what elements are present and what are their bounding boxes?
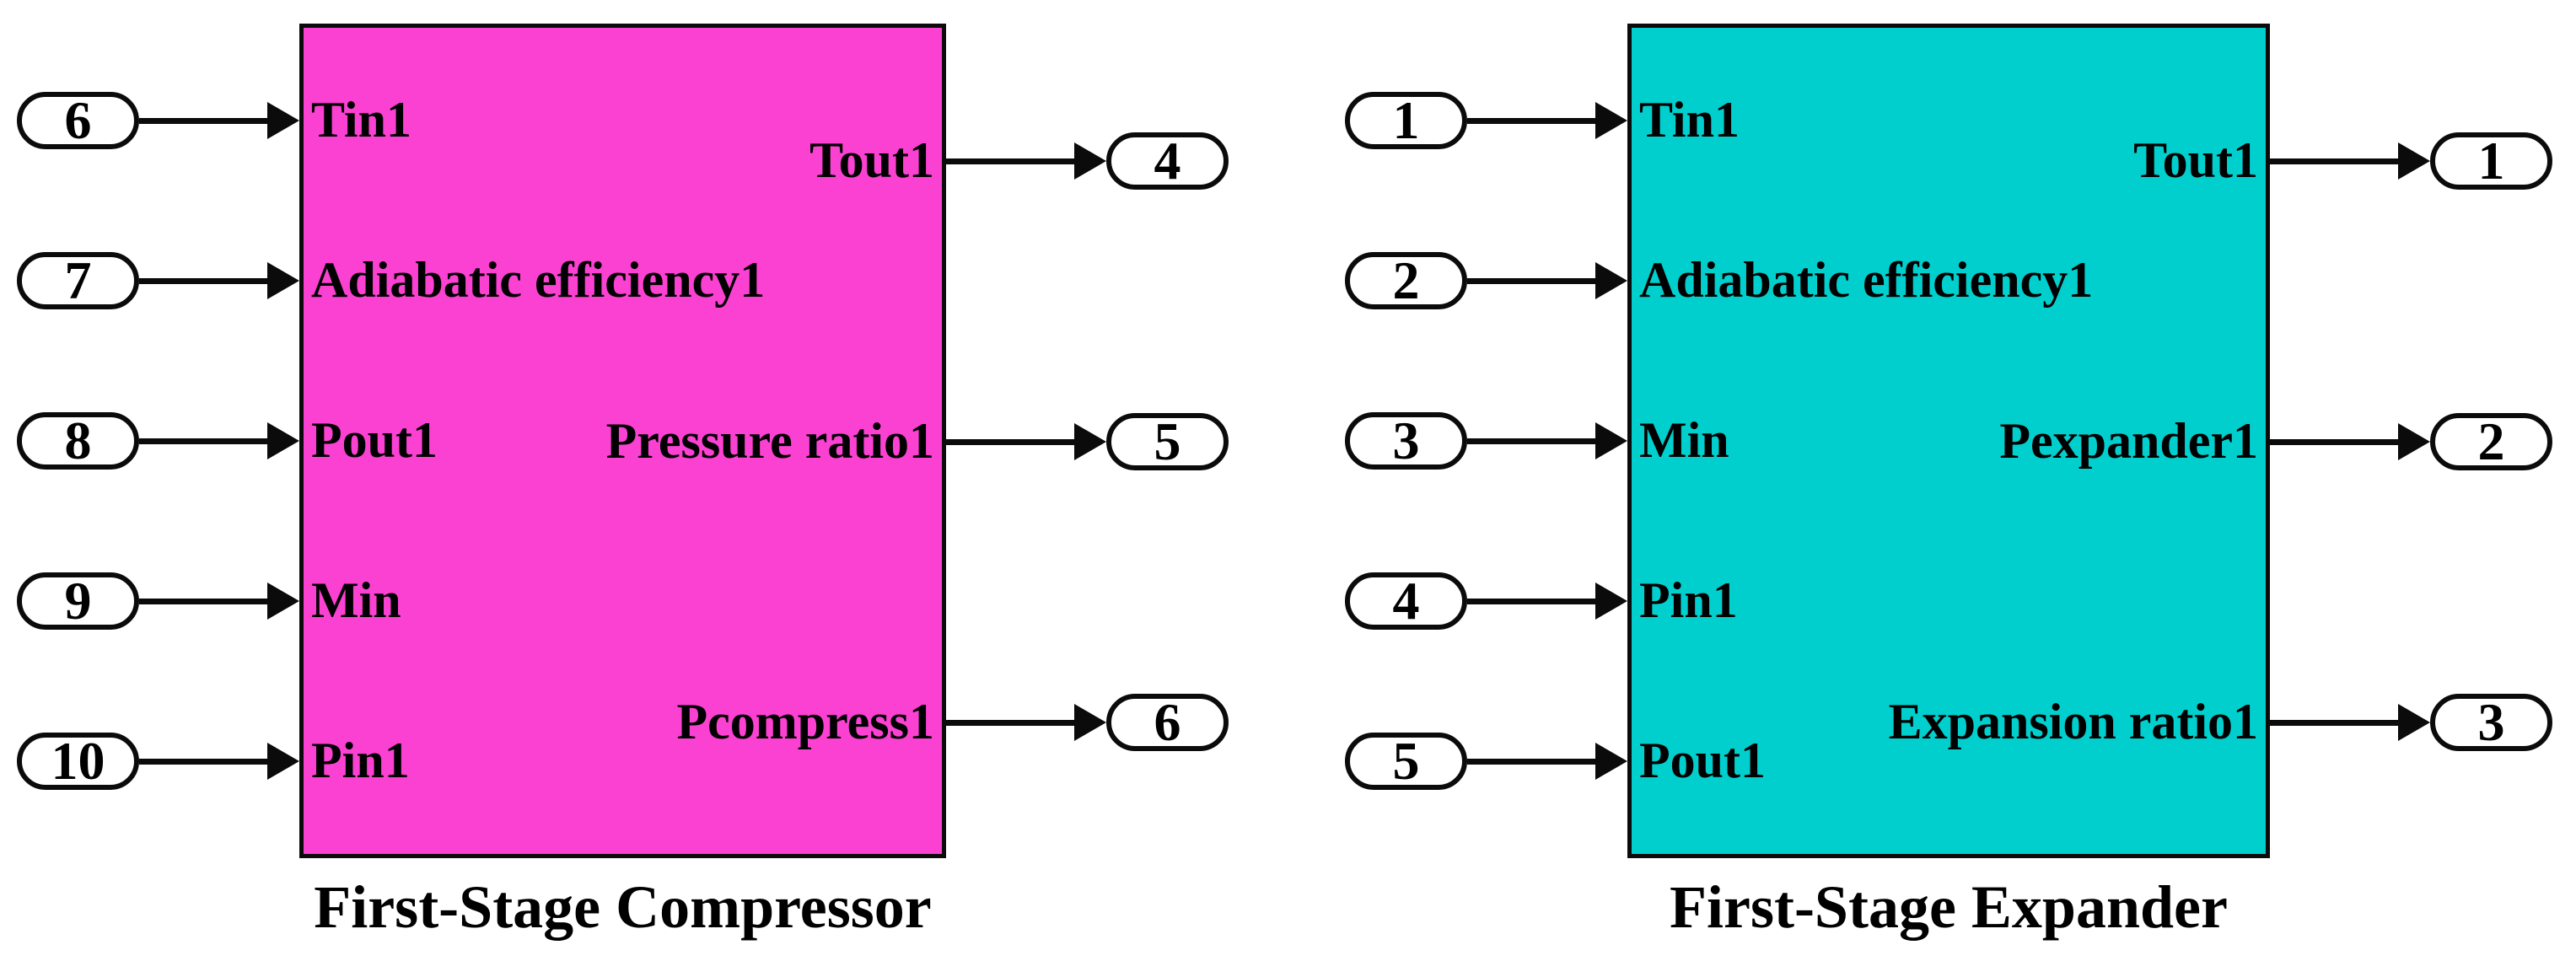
outport-label-compressor-5: Pressure ratio1 bbox=[605, 412, 934, 469]
outport-arrowhead-icon-expander-2 bbox=[2398, 423, 2430, 460]
inport-oval-compressor-8[interactable]: 8 bbox=[17, 412, 139, 470]
outport-label-expander-3: Expansion ratio1 bbox=[1888, 693, 2258, 749]
inport-label-compressor-6: Tin1 bbox=[311, 91, 411, 148]
block-caption-compressor: First-Stage Compressor bbox=[314, 873, 932, 941]
inport-label-expander-3: Min bbox=[1639, 411, 1729, 468]
inport-arrowhead-icon-compressor-9 bbox=[267, 583, 299, 620]
inport-oval-expander-3[interactable]: 3 bbox=[1345, 412, 1467, 470]
inport-label-compressor-9: Min bbox=[311, 572, 401, 628]
inport-arrowhead-icon-expander-2 bbox=[1595, 262, 1627, 299]
inport-oval-expander-1[interactable]: 1 bbox=[1345, 92, 1467, 149]
inport-label-expander-4: Pin1 bbox=[1639, 572, 1738, 628]
inport-arrowhead-icon-expander-3 bbox=[1595, 422, 1627, 459]
inport-arrowhead-icon-compressor-8 bbox=[267, 422, 299, 459]
inport-wire-expander-4[interactable] bbox=[1467, 599, 1604, 604]
outport-label-compressor-6: Pcompress1 bbox=[676, 693, 934, 749]
inport-wire-compressor-10[interactable] bbox=[139, 759, 276, 765]
inport-label-compressor-10: Pin1 bbox=[311, 732, 410, 788]
inport-oval-expander-5[interactable]: 5 bbox=[1345, 733, 1467, 790]
subsystem-block-compressor[interactable] bbox=[299, 24, 946, 858]
inport-wire-expander-5[interactable] bbox=[1467, 759, 1604, 765]
outport-wire-expander-1[interactable] bbox=[2270, 158, 2407, 164]
inport-wire-expander-2[interactable] bbox=[1467, 278, 1604, 284]
inport-oval-compressor-6[interactable]: 6 bbox=[17, 92, 139, 149]
outport-oval-compressor-5[interactable]: 5 bbox=[1106, 413, 1229, 470]
inport-wire-expander-3[interactable] bbox=[1467, 438, 1604, 444]
inport-wire-compressor-9[interactable] bbox=[139, 599, 276, 604]
outport-label-expander-2: Pexpander1 bbox=[1999, 412, 2258, 469]
inport-wire-compressor-8[interactable] bbox=[139, 438, 276, 444]
inport-oval-expander-4[interactable]: 4 bbox=[1345, 572, 1467, 630]
outport-oval-expander-1[interactable]: 1 bbox=[2430, 132, 2552, 190]
outport-oval-expander-3[interactable]: 3 bbox=[2430, 694, 2552, 751]
inport-arrowhead-icon-compressor-7 bbox=[267, 262, 299, 299]
outport-arrowhead-icon-compressor-5 bbox=[1074, 423, 1106, 460]
inport-arrowhead-icon-expander-4 bbox=[1595, 583, 1627, 620]
inport-label-expander-1: Tin1 bbox=[1639, 91, 1740, 148]
inport-oval-compressor-9[interactable]: 9 bbox=[17, 572, 139, 630]
block-caption-expander: First-Stage Expander bbox=[1670, 873, 2228, 941]
inport-oval-compressor-10[interactable]: 10 bbox=[17, 733, 139, 790]
subsystem-block-expander[interactable] bbox=[1627, 24, 2270, 858]
inport-arrowhead-icon-expander-5 bbox=[1595, 743, 1627, 780]
inport-wire-compressor-7[interactable] bbox=[139, 278, 276, 284]
outport-arrowhead-icon-compressor-4 bbox=[1074, 142, 1106, 180]
inport-oval-compressor-7[interactable]: 7 bbox=[17, 252, 139, 309]
inport-arrowhead-icon-compressor-10 bbox=[267, 743, 299, 780]
inport-wire-compressor-6[interactable] bbox=[139, 118, 276, 124]
inport-arrowhead-icon-expander-1 bbox=[1595, 102, 1627, 139]
outport-label-compressor-4: Tout1 bbox=[809, 132, 934, 188]
inport-wire-expander-1[interactable] bbox=[1467, 118, 1604, 124]
outport-arrowhead-icon-compressor-6 bbox=[1074, 704, 1106, 741]
outport-wire-compressor-5[interactable] bbox=[946, 439, 1083, 445]
outport-oval-expander-2[interactable]: 2 bbox=[2430, 413, 2552, 470]
inport-oval-expander-2[interactable]: 2 bbox=[1345, 252, 1467, 309]
outport-wire-expander-3[interactable] bbox=[2270, 720, 2407, 726]
outport-arrowhead-icon-expander-1 bbox=[2398, 142, 2430, 180]
outport-oval-compressor-6[interactable]: 6 bbox=[1106, 694, 1229, 751]
inport-label-compressor-8: Pout1 bbox=[311, 411, 438, 468]
outport-wire-compressor-6[interactable] bbox=[946, 720, 1083, 726]
inport-arrowhead-icon-compressor-6 bbox=[267, 102, 299, 139]
inport-label-expander-2: Adiabatic efficiency1 bbox=[1639, 251, 2094, 308]
inport-label-compressor-7: Adiabatic efficiency1 bbox=[311, 251, 766, 308]
outport-arrowhead-icon-expander-3 bbox=[2398, 704, 2430, 741]
outport-oval-compressor-4[interactable]: 4 bbox=[1106, 132, 1229, 190]
outport-wire-compressor-4[interactable] bbox=[946, 158, 1083, 164]
outport-label-expander-1: Tout1 bbox=[2133, 132, 2258, 188]
inport-label-expander-5: Pout1 bbox=[1639, 732, 1766, 788]
outport-wire-expander-2[interactable] bbox=[2270, 439, 2407, 445]
